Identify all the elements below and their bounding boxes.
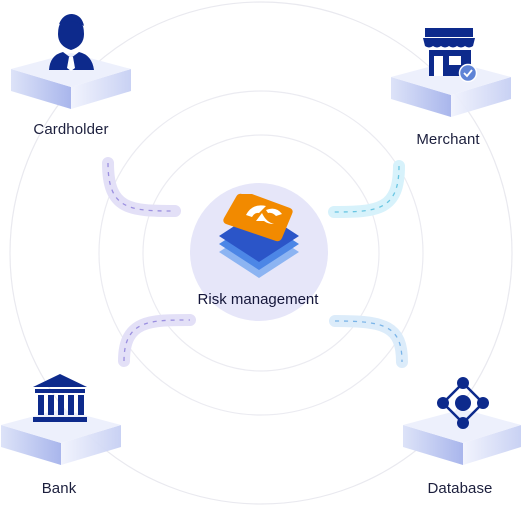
- connector-merchant: [328, 160, 405, 218]
- inner-ring: [142, 134, 380, 372]
- outer-ring: [9, 1, 513, 505]
- connector-cardholder: [102, 157, 181, 217]
- background-rings: [9, 1, 513, 505]
- layer-stack-icon: [219, 193, 299, 278]
- bank-label: Bank: [41, 480, 77, 497]
- connectors: [102, 157, 408, 368]
- connector-bank: [118, 314, 196, 367]
- cardholder-label: Cardholder: [33, 121, 109, 138]
- connector-database: [329, 315, 408, 368]
- podium-bank: [1, 409, 121, 465]
- center-hub: [190, 183, 328, 321]
- risk-management-label: Risk management: [197, 291, 319, 308]
- middle-ring: [98, 90, 424, 416]
- database-label: Database: [427, 480, 493, 497]
- store-icon: [423, 28, 478, 83]
- merchant-label: Merchant: [416, 131, 480, 148]
- podium-merchant: [391, 61, 511, 117]
- user-icon: [49, 14, 94, 71]
- bank-icon: [33, 374, 87, 422]
- network-icon: [437, 377, 489, 429]
